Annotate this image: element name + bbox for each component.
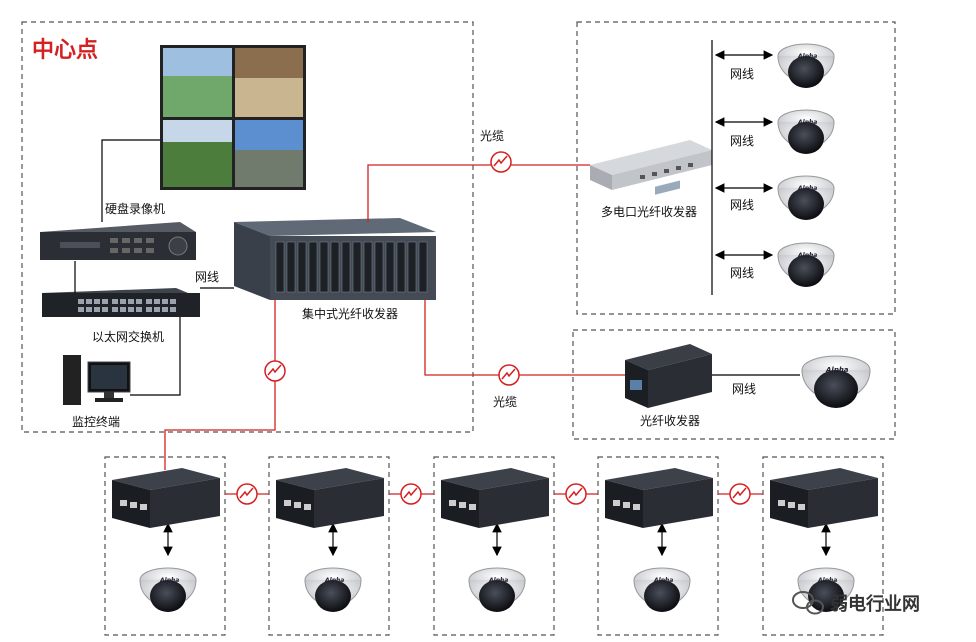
fiber-symbol-link-2 [400, 483, 422, 505]
single-transceiver-device [625, 180, 712, 408]
node-transceiver-2 [276, 468, 384, 528]
dome-camera-icon: Alpha [304, 567, 362, 612]
svg-text:Alpha: Alpha [324, 577, 344, 584]
network-cable-label-single: 网线 [732, 382, 757, 396]
node-transceiver-4 [605, 468, 713, 528]
fiber-symbol-left [264, 360, 286, 382]
dome-camera-icon: Alpha [801, 355, 871, 408]
fiber-symbol-top [490, 151, 512, 173]
multi-port-frame [576, 21, 896, 315]
center-frame [21, 21, 474, 433]
network-cable-label-right-1: 网线 [730, 67, 755, 81]
network-cable-label-center: 网线 [195, 270, 220, 284]
dome-camera-icon: Alpha [777, 43, 835, 88]
optical-cable-label-mid: 光缆 [493, 395, 518, 409]
multi-port-transceiver-label: 多电口光纤收发器 [601, 205, 698, 219]
dvr-device [40, 222, 196, 260]
switch-device [42, 288, 200, 317]
terminal-label: 监控终端 [72, 415, 121, 429]
dome-camera-icon: Alpha [468, 567, 526, 612]
svg-text:Alpha: Alpha [797, 185, 817, 192]
svg-text:Alpha: Alpha [797, 252, 817, 259]
dome-cameras: Alpha Alpha Alpha Alpha Alpha [139, 43, 871, 612]
dome-camera-icon: Alpha [777, 175, 835, 220]
svg-text:Alpha: Alpha [653, 577, 673, 584]
dome-camera-icon: Alpha [777, 109, 835, 154]
wechat-icon [792, 591, 824, 615]
dome-camera-icon: Alpha [797, 567, 855, 612]
dvr-label: 硬盘录像机 [105, 202, 166, 216]
video-wall [160, 45, 306, 190]
multi-port-transceiver-device [590, 140, 712, 190]
watermark-text: 弱电行业网 [830, 594, 920, 615]
single-transceiver-label: 光纤收发器 [640, 414, 701, 428]
fiber-symbol-link-3 [565, 483, 587, 505]
network-cable-label-right-3: 网线 [730, 198, 755, 212]
network-cable-label-right-2: 网线 [730, 134, 755, 148]
node-frame-1 [104, 456, 226, 636]
central-transceiver-device [234, 218, 436, 300]
fiber-symbol-mid [498, 364, 520, 386]
node-transceiver-3 [441, 468, 549, 528]
camera-arrows [163, 50, 831, 557]
fiber-symbol-link-4 [729, 483, 751, 505]
fiber-symbol-link-1 [236, 483, 258, 505]
node-transceiver-5 [770, 468, 878, 528]
dome-camera-icon: Alpha [777, 242, 835, 287]
node-frame-3 [433, 456, 555, 636]
node-transceivers [112, 468, 878, 528]
node-frame-5 [762, 456, 884, 636]
center-title: 中心点 [32, 38, 99, 63]
node-frame-4 [597, 456, 719, 636]
dome-camera-icon: Alpha [633, 567, 691, 612]
svg-text:Alpha: Alpha [488, 577, 508, 584]
svg-text:Alpha: Alpha [159, 577, 179, 584]
svg-text:Alpha: Alpha [825, 366, 849, 374]
ethernet-lines [74, 40, 800, 396]
switch-label: 以太网交换机 [92, 330, 165, 344]
group-frames [21, 21, 896, 636]
central-transceiver-label: 集中式光纤收发器 [302, 307, 399, 321]
svg-text:Alpha: Alpha [797, 119, 817, 126]
node-frame-2 [268, 456, 390, 636]
dome-camera-icon: Alpha [139, 567, 197, 612]
svg-text:Alpha: Alpha [817, 577, 837, 584]
network-cable-label-right-4: 网线 [730, 266, 755, 280]
node-transceiver-1 [112, 468, 220, 528]
optical-cable-label-top: 光缆 [480, 129, 505, 143]
fiber-symbols [236, 151, 751, 505]
svg-text:Alpha: Alpha [797, 53, 817, 60]
terminal-device [63, 355, 131, 405]
